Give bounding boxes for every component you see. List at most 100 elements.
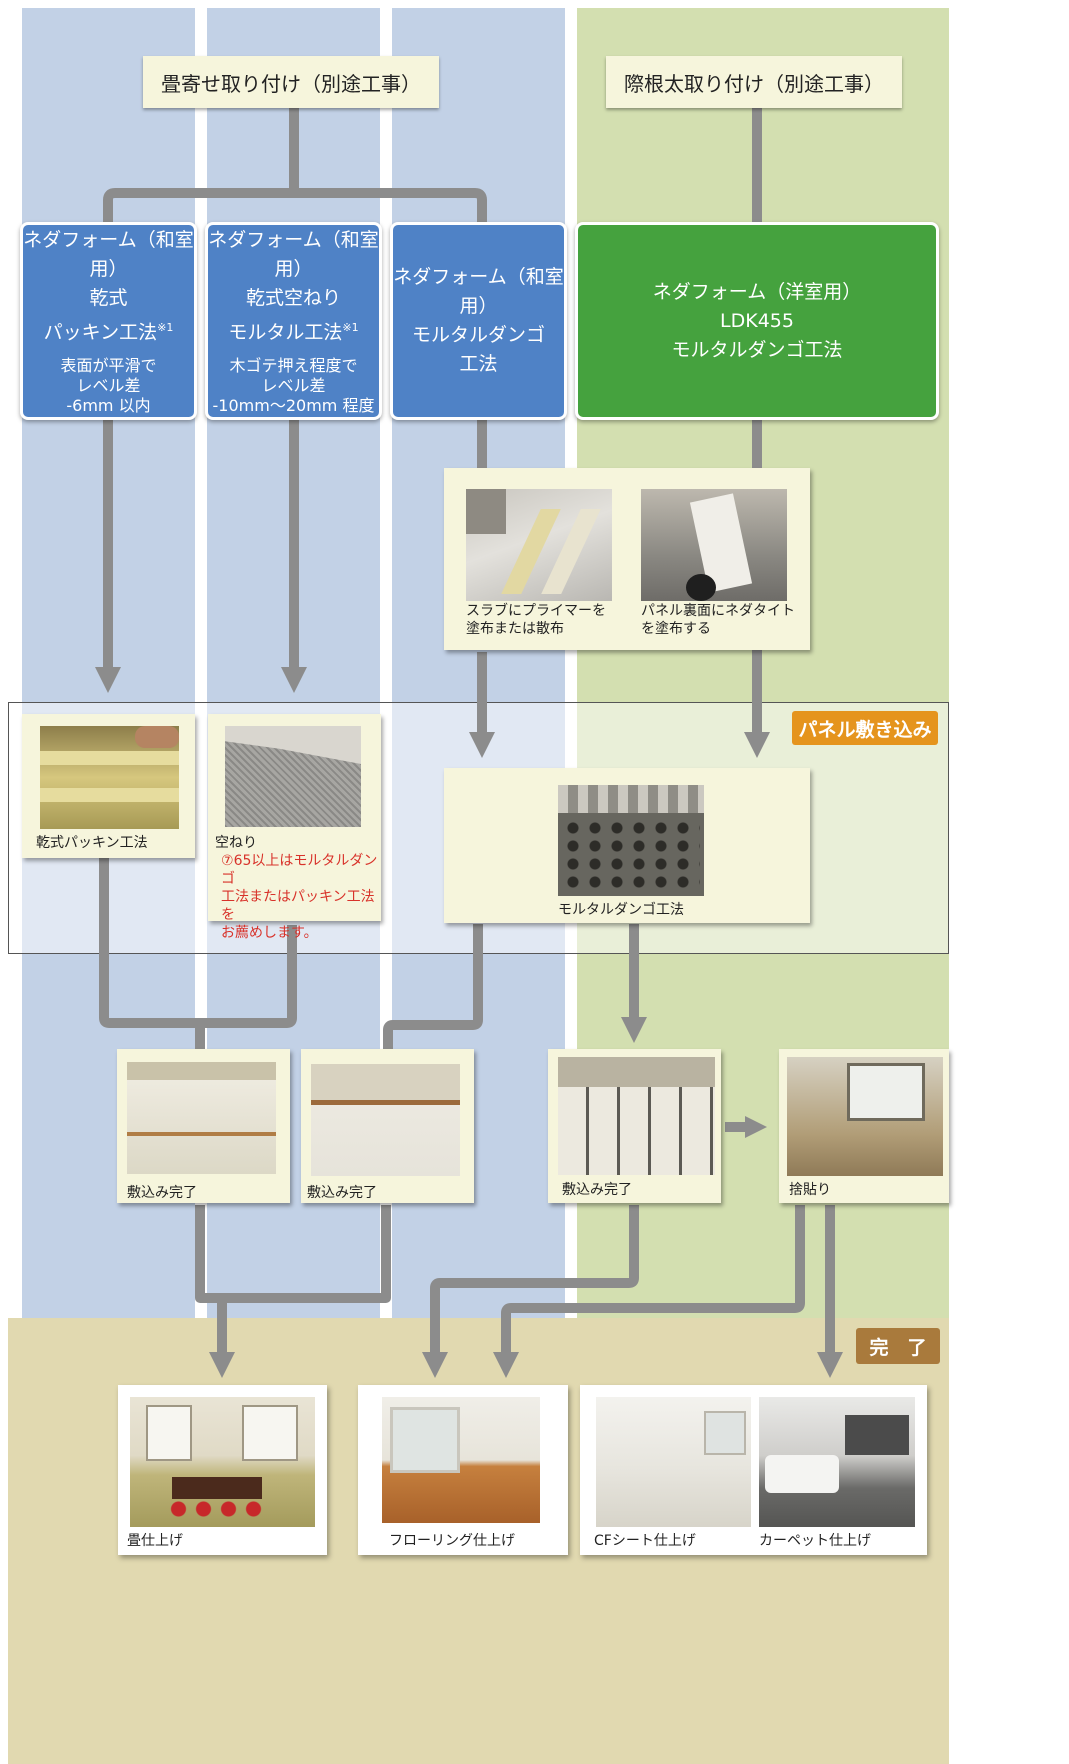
header-kiwa-neda-label: 際根太取り付け（別途工事） [624, 71, 884, 96]
method-box-karaneri: ネダフォーム（和室用） 乾式空ねり モルタル工法※1 木ゴテ押え程度で レベル差… [205, 222, 382, 420]
karaneri-note-line1: 65以上はモルタルダンゴ [221, 853, 378, 887]
nedatite-caption-2: を塗布する [641, 621, 711, 637]
karaneri-note-line3: お薦めします。 [221, 925, 318, 941]
flooring-photo [382, 1397, 540, 1523]
cf-caption: CFシート仕上げ [594, 1533, 696, 1549]
panel-laying-tag-label: パネル敷き込み [798, 718, 932, 741]
flooring-caption: フローリング仕上げ [389, 1533, 515, 1549]
nedatite-photo-bucket [686, 574, 716, 601]
carpet-caption: カーペット仕上げ [759, 1533, 871, 1549]
primer-caption-1: スラブにプライマーを [466, 603, 606, 619]
method-packing-sub3: -6mm 以内 [66, 395, 151, 415]
primer-photo-worker [466, 489, 506, 534]
karaneri-note-line1-wrap: ⑦65以上はモルタルダンゴ [221, 852, 381, 888]
method-karaneri-sub: 木ゴテ押え程度で レベル差 -10mm～20mm 程度 [213, 356, 375, 416]
laid-caption-3: 敷込み完了 [562, 1182, 632, 1198]
dango-photo-lumps [562, 819, 700, 891]
packing-photo-strip-1 [40, 751, 179, 765]
method-box-ldk455: ネダフォーム（洋室用） LDK455 モルタルダンゴ工法 [575, 222, 939, 420]
sutebari-card: 捨貼り [779, 1049, 949, 1203]
carpet-photo-sofa [765, 1455, 839, 1493]
line-dango-to-laid2 [383, 924, 483, 1050]
laid-card-3: 敷込み完了 [548, 1049, 721, 1203]
method-packing-line2: 乾式 [89, 287, 128, 310]
arrow-sutebari-to-flooring [493, 1205, 805, 1378]
laid-caption-1: 敷込み完了 [127, 1185, 197, 1201]
method-packing-line3-wrap: パッキン工法※1 [44, 313, 174, 347]
laid-photo-1-wall [127, 1062, 276, 1080]
tatami-photo-cushions [166, 1501, 266, 1517]
flooring-photo-window [390, 1407, 460, 1473]
carpet-photo [759, 1397, 915, 1527]
tatami-photo-window-1 [146, 1405, 192, 1461]
method-karaneri-line2: 乾式空ねり [245, 287, 341, 310]
method-dango-line3: 工法 [459, 353, 498, 375]
method-karaneri-sub3: -10mm～20mm 程度 [212, 395, 375, 415]
arrow-laid3-to-flooring [422, 1205, 639, 1378]
tatami-caption: 畳仕上げ [127, 1533, 183, 1549]
tatami-photo [130, 1397, 315, 1527]
primer-caption-2: 塗布または散布 [466, 621, 564, 637]
primer-caption: スラブにプライマーを 塗布または散布 [466, 602, 606, 638]
laid-photo-2-baseboard [311, 1100, 460, 1105]
merge-to-tatami [195, 1205, 391, 1303]
laid-card-1: 敷込み完了 [117, 1049, 290, 1203]
method-box-packing: ネダフォーム（和室用） 乾式 パッキン工法※1 表面が平滑で レベル差 -6mm… [20, 222, 197, 420]
method-packing-line3: パッキン工法 [43, 321, 158, 344]
packing-photo-hand [135, 726, 179, 748]
final-card-flooring: フローリング仕上げ [358, 1385, 568, 1555]
laid-photo-1-seam [127, 1132, 276, 1136]
method-karaneri-line3: モルタル工法 [228, 321, 343, 344]
completion-tag-label: 完 了 [869, 1336, 927, 1359]
cf-photo-window [704, 1411, 746, 1455]
dango-caption: モルタルダンゴ工法 [558, 902, 684, 918]
method-box-dango: ネダフォーム（和室用） モルタルダンゴ 工法 [390, 222, 567, 420]
carpet-photo-kitchen [845, 1415, 909, 1455]
laid-caption-2: 敷込み完了 [307, 1185, 377, 1201]
tatami-photo-window-2 [242, 1405, 298, 1461]
method-packing-sub2: レベル差 [76, 375, 141, 395]
completion-tag: 完 了 [856, 1328, 940, 1364]
laid-photo-3 [558, 1057, 715, 1175]
method-ldk-line2: LDK455 [720, 309, 794, 332]
laid-photo-2-wall [311, 1064, 460, 1100]
tatami-photo-table [172, 1477, 262, 1499]
karaneri-note-icon: ⑦ [221, 853, 234, 869]
prep-card: スラブにプライマーを 塗布または散布 パネル裏面にネダタイト を塗布する [444, 468, 810, 650]
method-packing-line1: ネダフォーム（和室用） [23, 229, 194, 281]
karaneri-card: 空ねり ⑦65以上はモルタルダンゴ 工法またはパッキン工法を お薦めします。 [208, 714, 381, 941]
karaneri-photo-floor [225, 726, 361, 764]
dango-card: モルタルダンゴ工法 [444, 768, 810, 923]
sutebari-caption: 捨貼り [789, 1182, 831, 1198]
laid-photo-1 [127, 1062, 276, 1174]
sutebari-photo-window [847, 1063, 925, 1121]
method-karaneri-sub2: レベル差 [261, 375, 326, 395]
header-tatami-yose: 畳寄せ取り付け（別途工事） [143, 56, 439, 108]
method-packing-sub1: 表面が平滑で [60, 355, 157, 375]
method-ldk-line1: ネダフォーム（洋室用） [652, 280, 862, 303]
dango-photo [558, 785, 704, 896]
laid-photo-2 [311, 1064, 460, 1176]
laid-photo-3-wall [558, 1057, 715, 1087]
method-karaneri-line1: ネダフォーム（和室用） [208, 229, 379, 281]
method-karaneri-mark: ※1 [342, 321, 359, 335]
method-ldk-line3: モルタルダンゴ工法 [671, 338, 843, 361]
final-card-tatami: 畳仕上げ [118, 1385, 327, 1555]
method-packing-sub: 表面が平滑で レベル差 -6mm 以内 [60, 356, 156, 416]
method-karaneri-line3-wrap: モルタル工法※1 [228, 313, 358, 347]
nedatite-caption-1: パネル裏面にネダタイト [641, 603, 795, 619]
header-tatami-yose-label: 畳寄せ取り付け（別途工事） [161, 71, 421, 96]
laid-card-2: 敷込み完了 [301, 1049, 474, 1203]
nedatite-photo [641, 489, 787, 601]
packing-photo-strip-2 [40, 788, 179, 802]
final-card-cf-carpet: CFシート仕上げ カーペット仕上げ [580, 1385, 927, 1555]
karaneri-caption: 空ねり [215, 835, 257, 851]
karaneri-note: ⑦65以上はモルタルダンゴ 工法またはパッキン工法を お薦めします。 [221, 852, 381, 942]
primer-photo [466, 489, 612, 601]
karaneri-note-line2: 工法またはパッキン工法を [221, 889, 375, 923]
karaneri-photo [225, 726, 361, 827]
packing-caption: 乾式パッキン工法 [36, 835, 148, 851]
sutebari-photo [787, 1057, 943, 1176]
packing-photo [40, 726, 179, 829]
method-karaneri-sub1: 木ゴテ押え程度で [229, 355, 358, 375]
